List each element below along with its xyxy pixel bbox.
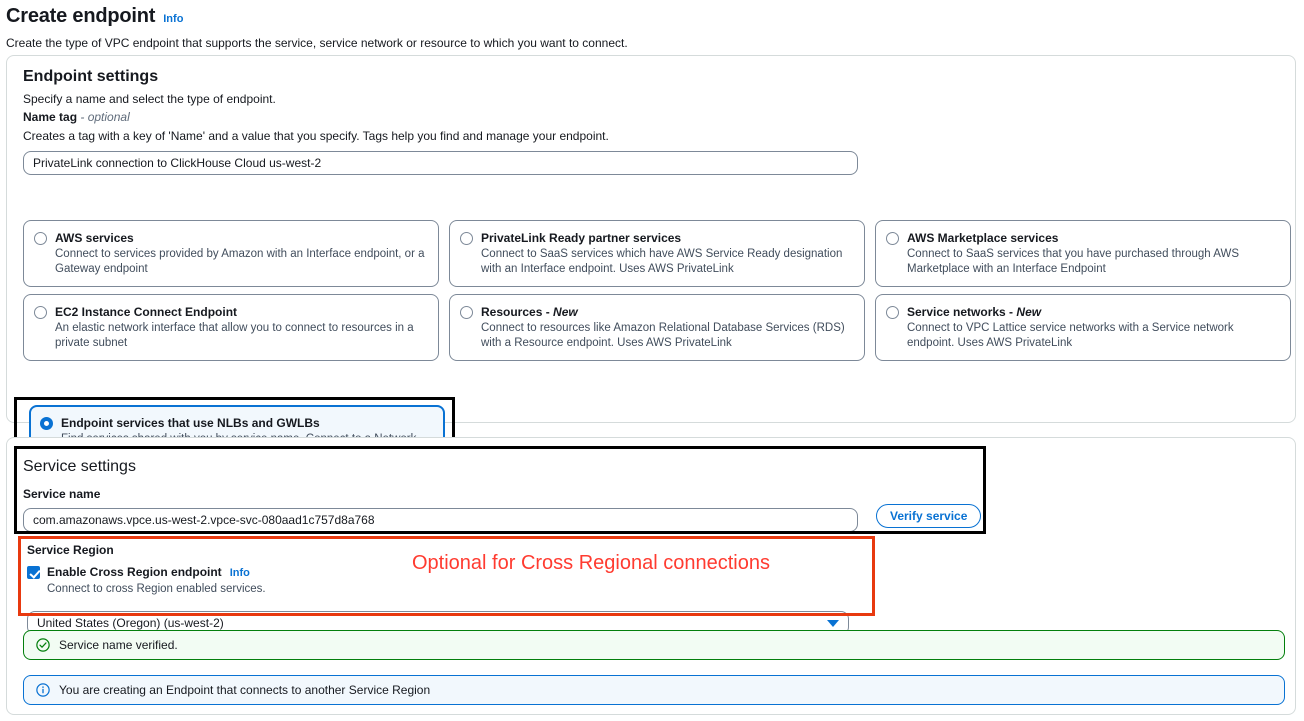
radio-icon[interactable]	[460, 232, 473, 245]
type-option-body: AWS services Connect to services provide…	[55, 230, 428, 277]
type-option-title: AWS services	[55, 230, 428, 246]
service-region-selected-value: United States (Oregon) (us-west-2)	[37, 616, 224, 630]
type-option-body: PrivateLink Ready partner services Conne…	[481, 230, 854, 277]
endpoint-settings-heading-group: Endpoint settings Specify a name and sel…	[23, 67, 276, 107]
radio-icon[interactable]	[886, 232, 899, 245]
page-header: Create endpoint Info Create the type of …	[0, 0, 1304, 51]
name-tag-label: Name tag - optional	[23, 109, 858, 125]
type-option-description: Connect to SaaS services that you have p…	[907, 247, 1280, 277]
service-name-input[interactable]	[23, 508, 858, 532]
enable-cross-region-label-row: Enable Cross Region endpoint Info	[47, 564, 266, 580]
type-option-description: Connect to SaaS services which have AWS …	[481, 247, 854, 277]
type-option-aws-marketplace-services[interactable]: AWS Marketplace services Connect to SaaS…	[875, 220, 1291, 287]
type-option-new-badge: New	[553, 305, 578, 319]
type-option-description: Connect to services provided by Amazon w…	[55, 247, 428, 277]
type-option-body: Resources - New Connect to resources lik…	[481, 304, 854, 351]
alert-service-name-verified: Service name verified.	[23, 630, 1285, 660]
radio-icon-selected[interactable]	[40, 417, 53, 430]
type-option-body: AWS Marketplace services Connect to SaaS…	[907, 230, 1280, 277]
alert-text: Service name verified.	[59, 638, 178, 652]
service-name-field-group: Service name	[23, 486, 858, 532]
type-option-description: Connect to resources like Amazon Relatio…	[481, 321, 854, 351]
enable-cross-region-checkbox[interactable]	[27, 566, 40, 579]
type-option-title: EC2 Instance Connect Endpoint	[55, 304, 428, 320]
check-circle-icon	[36, 638, 50, 652]
alert-text: You are creating an Endpoint that connec…	[59, 683, 430, 697]
type-options-grid: AWS services Connect to services provide…	[23, 220, 1281, 361]
name-tag-label-text: Name tag	[23, 110, 77, 124]
type-option-aws-services[interactable]: AWS services Connect to services provide…	[23, 220, 439, 287]
name-tag-optional-suffix: - optional	[80, 110, 129, 124]
radio-icon[interactable]	[460, 306, 473, 319]
type-option-title: Service networks - New	[907, 304, 1280, 320]
type-option-resources[interactable]: Resources - New Connect to resources lik…	[449, 294, 865, 361]
type-option-description: Connect to VPC Lattice service networks …	[907, 321, 1280, 351]
verify-service-button[interactable]: Verify service	[876, 504, 981, 528]
page-title-row: Create endpoint Info	[6, 4, 1304, 28]
alert-cross-region-endpoint: You are creating an Endpoint that connec…	[23, 675, 1285, 705]
annotation-label-cross-region: Optional for Cross Regional connections	[412, 551, 770, 575]
service-settings-panel: Service settings Service name Verify ser…	[6, 437, 1296, 715]
type-option-title: AWS Marketplace services	[907, 230, 1280, 246]
type-option-body: Service networks - New Connect to VPC La…	[907, 304, 1280, 351]
type-option-service-networks[interactable]: Service networks - New Connect to VPC La…	[875, 294, 1291, 361]
type-option-title-text: Resources -	[481, 305, 550, 319]
name-tag-field-group: Name tag - optional Creates a tag with a…	[23, 109, 858, 175]
enable-cross-region-label: Enable Cross Region endpoint	[47, 564, 222, 580]
chevron-down-icon[interactable]	[827, 620, 839, 627]
enable-cross-region-text-group: Enable Cross Region endpoint Info Connec…	[47, 564, 266, 597]
type-option-title: Resources - New	[481, 304, 854, 320]
radio-icon[interactable]	[34, 232, 47, 245]
service-settings-title: Service settings	[23, 458, 136, 476]
page-info-link[interactable]: Info	[163, 13, 183, 25]
radio-icon[interactable]	[34, 306, 47, 319]
name-tag-hint: Creates a tag with a key of 'Name' and a…	[23, 128, 858, 144]
enable-cross-region-hint: Connect to cross Region enabled services…	[47, 582, 266, 597]
type-option-title-text: Service networks -	[907, 305, 1013, 319]
type-option-ec2-instance-connect-endpoint[interactable]: EC2 Instance Connect Endpoint An elastic…	[23, 294, 439, 361]
type-option-description: An elastic network interface that allow …	[55, 321, 428, 351]
type-option-privatelink-ready-partner-services[interactable]: PrivateLink Ready partner services Conne…	[449, 220, 865, 287]
info-circle-icon	[36, 683, 50, 697]
type-option-new-badge: New	[1016, 305, 1041, 319]
type-option-title: PrivateLink Ready partner services	[481, 230, 854, 246]
service-name-label: Service name	[23, 486, 858, 502]
endpoint-settings-panel: Endpoint settings Specify a name and sel…	[6, 55, 1296, 423]
page-description: Create the type of VPC endpoint that sup…	[6, 35, 1304, 51]
endpoint-settings-title: Endpoint settings	[23, 67, 276, 87]
radio-icon[interactable]	[886, 306, 899, 319]
enable-cross-region-info-link[interactable]: Info	[230, 567, 250, 579]
page-title: Create endpoint	[6, 4, 155, 28]
type-option-title: Endpoint services that use NLBs and GWLB…	[61, 415, 434, 431]
name-tag-input[interactable]	[23, 151, 858, 175]
type-option-body: EC2 Instance Connect Endpoint An elastic…	[55, 304, 428, 351]
endpoint-settings-subtitle: Specify a name and select the type of en…	[23, 91, 276, 107]
